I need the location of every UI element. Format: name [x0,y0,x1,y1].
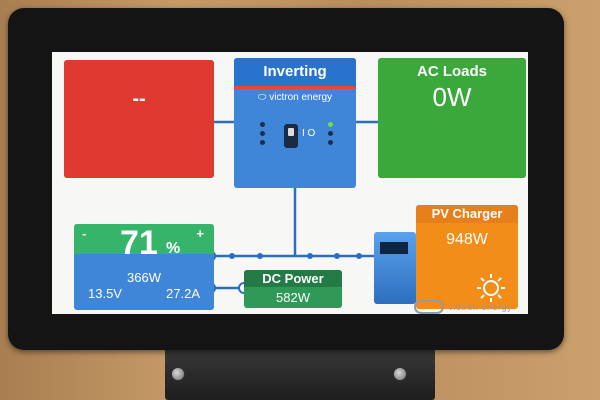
battery-soc: 71 [120,224,158,262]
led-icon [328,140,333,145]
inverter-accent-line [234,86,356,89]
battery-header: - 71 % + [74,224,214,260]
inverter-tile[interactable]: Inverting ⬭ victron energy I O [234,58,356,188]
battery-plus: + [196,226,204,241]
mounting-bracket [165,345,435,400]
led-on-icon [328,122,333,127]
screw-left [171,367,185,381]
inverter-brand-label: victron energy [269,92,333,103]
battery-soc-unit: % [166,240,181,257]
dc-power-value: 582W [276,290,310,305]
inverter-brand: ⬭ victron energy [234,92,356,103]
dc-power-title: DC Power [244,270,342,287]
ac-loads-tile[interactable]: AC Loads 0W [378,58,526,178]
switch-symbol: I O [302,128,316,139]
overview-screen: -- Inverting ⬭ victron energy I O AC Loa… [52,52,528,314]
victron-logo-icon [414,300,445,314]
pv-charger-value: 948W [446,231,488,248]
led-icon [260,122,265,127]
battery-voltage: 13.5V [88,286,122,301]
sun-icon [477,274,505,302]
led-icon [260,131,265,136]
pv-charger-title: PV Charger [416,205,518,223]
power-switch-icon [284,124,298,148]
battery-current: 27.2A [166,286,200,301]
ac-loads-value: 0W [432,82,472,112]
dc-power-tile[interactable]: DC Power 582W [244,270,342,308]
grid-value: -- [132,88,146,110]
bezel-logo: victron energy [414,300,512,314]
gx-touch-device: -- Inverting ⬭ victron energy I O AC Loa… [8,8,564,350]
mppt-device-image [374,232,416,304]
ac-loads-title: AC Loads [416,63,487,80]
battery-minus: - [82,226,87,241]
grid-tile[interactable]: -- [64,60,214,178]
inverter-state: Inverting [234,58,356,86]
battery-power: 366W [127,270,161,285]
led-icon [260,140,265,145]
screw-right [393,367,407,381]
victron-logo-icon: ⬭ [257,92,270,103]
battery-tile[interactable]: - 71 % + 366W 13.5V 27.2A [74,224,214,310]
mppt-display [380,242,408,254]
bezel-brand: victron energy [448,302,512,312]
pv-charger-tile[interactable]: PV Charger 948W [416,205,518,309]
led-icon [328,131,333,136]
